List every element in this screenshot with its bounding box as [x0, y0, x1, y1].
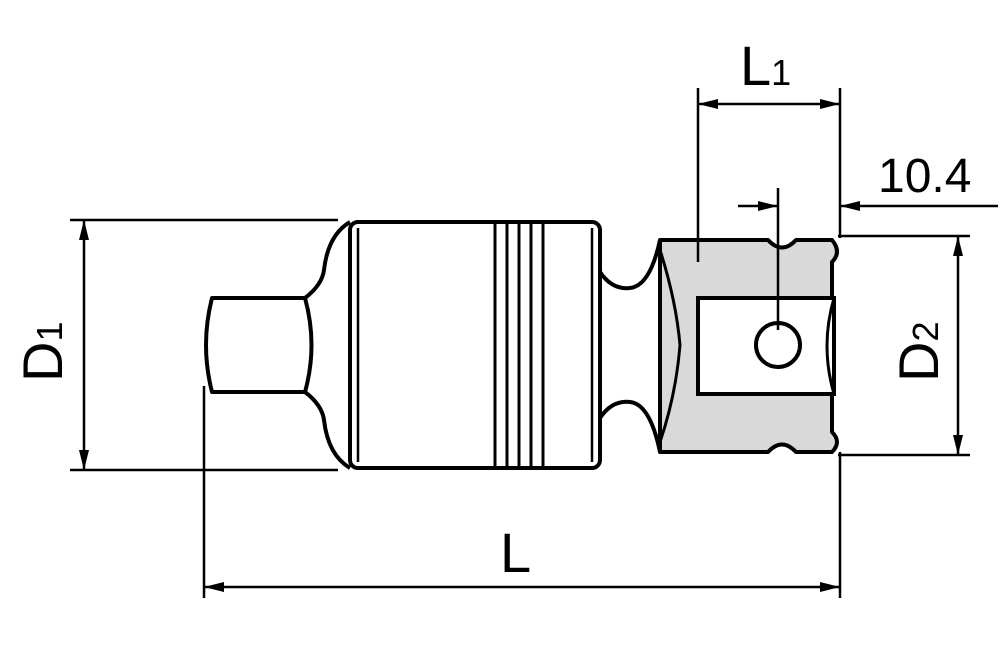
- square-drive-tip: [204, 296, 314, 394]
- label-offset: 10.4: [878, 150, 971, 203]
- adapter-body: [204, 220, 662, 470]
- label-d2: D2: [887, 322, 950, 382]
- socket-end: [658, 238, 839, 454]
- label-length: L: [500, 521, 531, 584]
- label-d1: D1: [11, 322, 74, 382]
- neck-upper: [303, 220, 352, 300]
- grip-rings: [493, 222, 545, 468]
- cavity-end-curve: [825, 297, 836, 395]
- waist-lower: [598, 399, 662, 453]
- neck-lower: [303, 390, 352, 470]
- label-l1: L1: [740, 34, 791, 97]
- waist-upper: [598, 239, 662, 291]
- dimensions: [70, 88, 998, 598]
- socket-inner-contour: [658, 249, 682, 443]
- main-body: [348, 220, 602, 470]
